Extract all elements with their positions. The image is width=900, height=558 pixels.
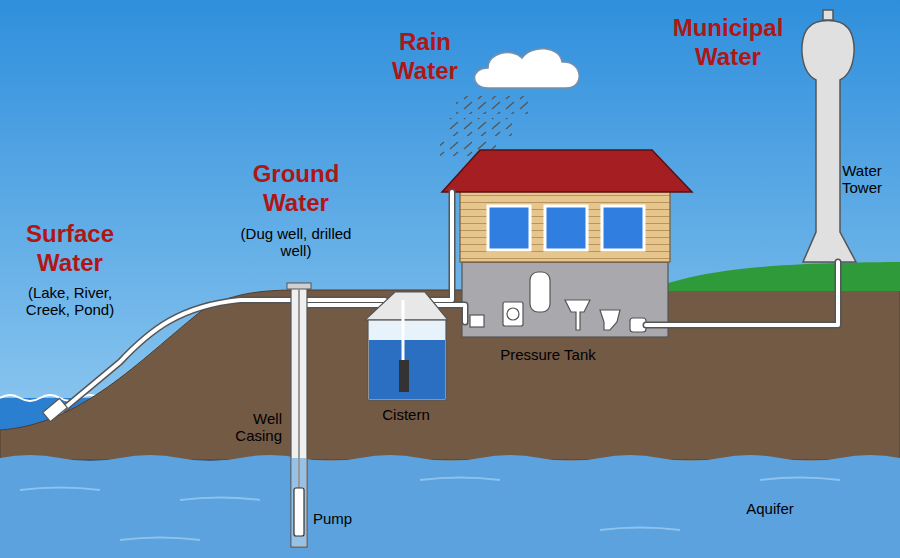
part-label: Pressure Tank	[498, 346, 598, 363]
source-note: (Lake, River, Creek, Pond)	[5, 284, 135, 319]
source-heading: Municipal Water	[643, 14, 813, 72]
part-label: Aquifer	[725, 500, 815, 517]
source-heading: Ground Water	[226, 160, 366, 218]
part-label: Pump	[313, 510, 363, 527]
well	[287, 283, 311, 547]
well-pump	[294, 488, 304, 536]
water-tower	[802, 10, 856, 262]
water-pipe	[43, 192, 838, 422]
cistern	[365, 292, 448, 400]
part-label: Cistern	[361, 406, 451, 423]
basement-fixtures	[470, 272, 646, 332]
house	[442, 150, 692, 337]
source-note: (Dug well, drilled well)	[234, 225, 359, 260]
rain-cloud	[440, 49, 579, 156]
part-label: Water Tower	[829, 162, 895, 197]
source-heading: Rain Water	[370, 28, 480, 86]
ground	[0, 290, 900, 460]
green-hill	[645, 262, 900, 291]
aquifer-ripples	[20, 478, 840, 541]
aquifer-band	[0, 455, 900, 558]
source-heading: Surface Water	[5, 220, 135, 278]
part-label: Well Casing	[216, 410, 282, 445]
